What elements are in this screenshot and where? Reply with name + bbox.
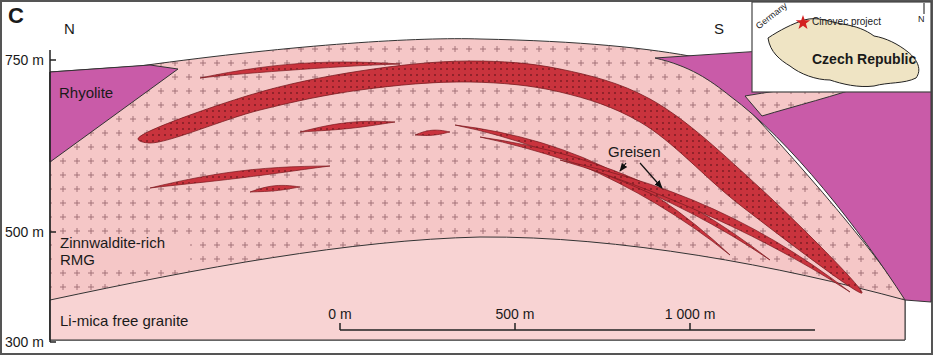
scale-label: 500 m <box>496 306 535 322</box>
greisen-lens <box>480 137 770 260</box>
depth-axis <box>50 50 56 342</box>
rhyolite-body <box>50 65 178 162</box>
unit-label: Zinnwaldite-rich RMG <box>58 234 190 269</box>
scale-label: 1 000 m <box>665 306 716 322</box>
greisen-lens <box>150 166 330 188</box>
scale-bar <box>340 323 815 330</box>
unit-label: Li-mica free granite <box>58 312 190 329</box>
greisen-lens <box>250 185 300 192</box>
unit-label: Greisen <box>606 143 663 160</box>
greisen-lenses <box>138 61 862 293</box>
greisen-lens <box>200 62 400 78</box>
country-label: Czech Republic <box>812 51 916 67</box>
greisen-lens <box>415 130 450 135</box>
direction-label: N <box>64 20 75 37</box>
greisen-lens <box>560 160 850 292</box>
greisen-lens <box>138 61 862 293</box>
panel-letter: C <box>8 3 24 28</box>
leader-line <box>620 163 662 188</box>
greisen-lens <box>455 125 730 255</box>
depth-label: 300 m <box>5 334 44 350</box>
depth-label: 500 m <box>5 224 44 240</box>
site-label: Cinovec project <box>812 16 881 28</box>
scale-label: 0 m <box>328 306 351 322</box>
north-label: N <box>918 14 925 24</box>
unit-label: Rhyolite <box>57 84 115 101</box>
depth-label: 750 m <box>5 52 44 68</box>
direction-label: S <box>714 20 724 37</box>
greisen-lens <box>300 121 395 132</box>
